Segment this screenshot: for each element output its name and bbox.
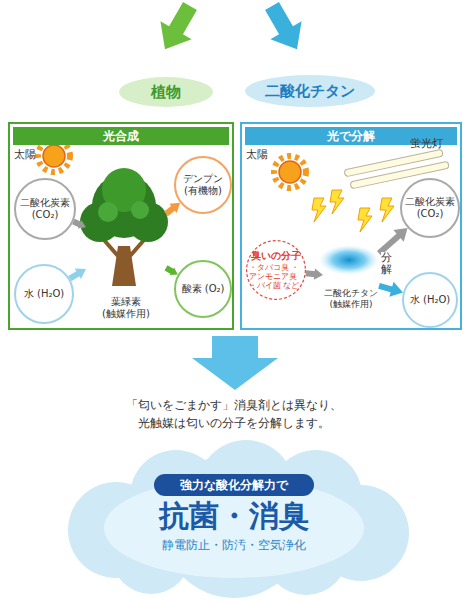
- oxidation-pill: 強力な酸化分解力で: [154, 474, 314, 496]
- photosynthesis-panel: 光合成二酸化炭素 (CO₂) 水 (H₂O) 葉緑素 (触媒作用) デンプン (有機物…: [8, 122, 234, 330]
- water-circle: 水 (H₂O): [402, 272, 458, 328]
- green-arrow: [149, 0, 205, 58]
- node-text: 二酸化炭素 (CO₂): [402, 196, 458, 220]
- decomposition-panel: 光で分解臭いの分子・タバコ臭 ・アンモニア臭 ・バイ菌 など二酸化チタン (触媒…: [240, 122, 462, 330]
- odor-molecule: 臭いの分子・タバコ臭 ・アンモニア臭 ・バイ菌 など: [246, 240, 306, 300]
- arrow-shaft: [166, 208, 174, 214]
- flow-arrow: [379, 282, 403, 297]
- node-text: 抗菌・消臭: [159, 498, 309, 534]
- chlorophyll-tree: 葉緑素 (触媒作用): [86, 170, 166, 320]
- arrow-shaft: [73, 222, 80, 225]
- catalyst-blob: [319, 245, 379, 275]
- titanium-ellipse: 二酸化チタン: [244, 74, 376, 108]
- flow-arrow: [306, 269, 323, 280]
- water-circle: 水 (H₂O): [14, 264, 74, 324]
- arrow-shaft: [70, 273, 79, 278]
- sun-icon: [274, 156, 306, 188]
- node-text: デンプン (有機物): [176, 173, 230, 197]
- node-text: 酸素 (O₂): [176, 283, 230, 295]
- node-text: 臭いの分子: [251, 250, 301, 262]
- arrow-head: [389, 282, 403, 297]
- arrow-shaft: [306, 273, 316, 274]
- flow-arrow: [379, 228, 408, 253]
- benefit-cloud: 抗菌・消臭静電防止・防汚・空気浄化強力な酸化分解力で: [56, 438, 412, 598]
- node-text: 水 (H₂O): [17, 288, 71, 300]
- co2-circle: 二酸化炭素 (CO₂): [400, 178, 460, 238]
- annotation-label: 太陽: [14, 147, 36, 162]
- node-text: 二酸化炭素 (CO₂): [17, 197, 73, 221]
- arrow-head: [393, 228, 407, 242]
- annotation-label: 太陽: [246, 147, 268, 162]
- node-text: 植物: [151, 83, 181, 101]
- arrow-head: [169, 203, 180, 213]
- starch-circle: デンプン (有機物): [174, 156, 232, 214]
- node-text: 葉緑素 (触媒作用): [88, 296, 164, 320]
- flow-arrow: [166, 267, 178, 275]
- node-text: 静電防止・防汚・空気浄化: [162, 538, 306, 552]
- arrow-head: [78, 220, 86, 228]
- panel-heading: 光合成: [13, 127, 229, 145]
- annotation-label: 蛍光灯: [410, 136, 443, 151]
- annotation-label: 「匂いをごまかす」消臭剤とは異なり、 光触媒は匂いの分子を分解します。: [104, 396, 364, 432]
- light-bolts: [312, 190, 394, 232]
- node-text: 二酸化チタン (触媒作用): [323, 288, 379, 310]
- flow-arrow: [73, 220, 86, 228]
- titanium-catalyst: 二酸化チタン (触媒作用): [323, 246, 379, 310]
- node-text: 強力な酸化分解力で: [180, 478, 288, 492]
- tree-illustration: [80, 168, 168, 286]
- node-text: 二酸化チタン: [265, 82, 355, 100]
- oxygen-circle: 酸素 (O₂): [174, 260, 232, 318]
- node-text: 水 (H₂O): [404, 294, 456, 306]
- arrow-shaft: [379, 235, 399, 253]
- flow-arrow: [166, 203, 180, 214]
- flow-arrow: [70, 268, 86, 279]
- arrow-head: [170, 267, 178, 275]
- arrow-shaft: [379, 286, 392, 290]
- down-arrow: [192, 336, 278, 390]
- arrow-head: [314, 269, 323, 280]
- node-text: ・タバコ臭 ・アンモニア臭 ・バイ菌 など: [249, 263, 303, 290]
- co2-circle: 二酸化炭素 (CO₂): [14, 178, 76, 240]
- plant-ellipse: 植物: [118, 76, 214, 108]
- arrow-shaft: [166, 268, 173, 272]
- annotation-label: 分解: [381, 252, 392, 276]
- blue-arrow: [256, 0, 312, 58]
- arrow-head: [75, 268, 86, 279]
